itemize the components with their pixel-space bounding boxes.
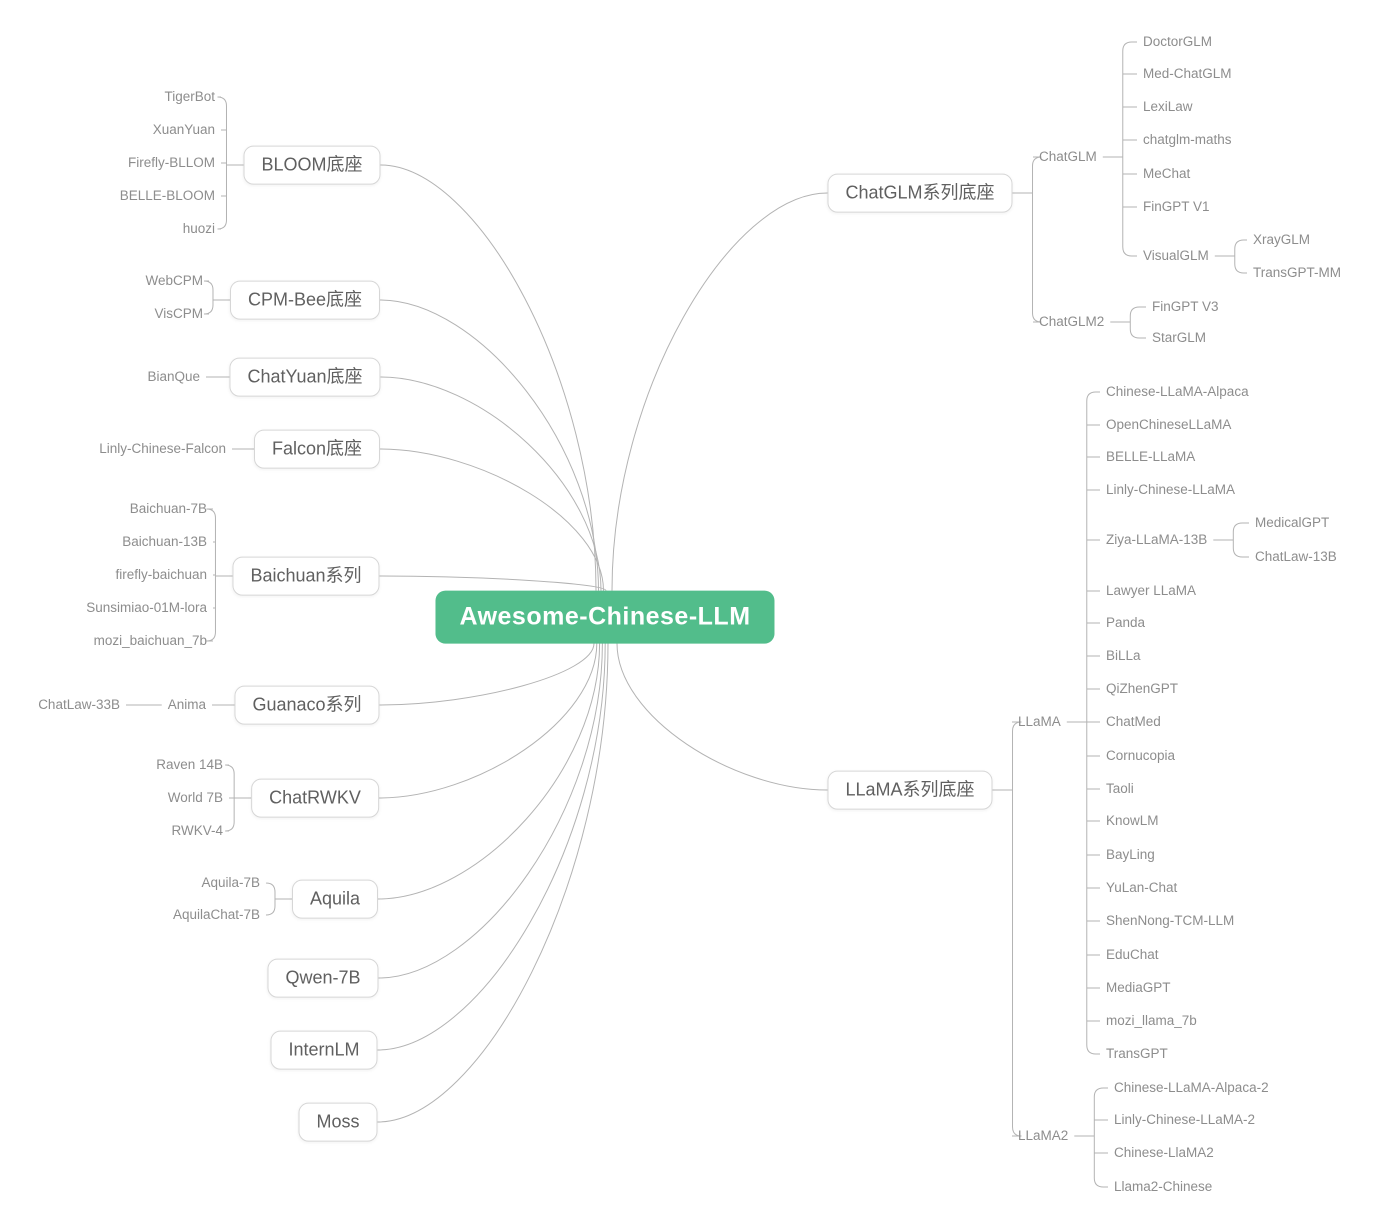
node-chatglm[interactable]: ChatGLM <box>1039 149 1097 165</box>
node-sunsimiao-01m-lora[interactable]: Sunsimiao-01M-lora <box>86 600 207 616</box>
node-mozi-baichuan-7b[interactable]: mozi_baichuan_7b <box>93 633 207 649</box>
node-xuanyuan[interactable]: XuanYuan <box>152 122 215 138</box>
node-chatmed[interactable]: ChatMed <box>1106 714 1161 730</box>
node-xrayglm[interactable]: XrayGLM <box>1253 232 1311 248</box>
node-chatglm-series-base[interactable]: ChatGLM系列底座 <box>827 173 1013 213</box>
node-fingpt-v3[interactable]: FinGPT V3 <box>1152 299 1219 315</box>
node-baichuan-7b[interactable]: Baichuan-7B <box>129 501 207 517</box>
node-chatglm2[interactable]: ChatGLM2 <box>1039 314 1105 330</box>
node-firefly-baichuan[interactable]: firefly-baichuan <box>115 567 207 583</box>
node-guanaco-series[interactable]: Guanaco系列 <box>234 685 380 725</box>
node-falcon-base[interactable]: Falcon底座 <box>253 429 381 469</box>
node-transgpt-mm[interactable]: TransGPT-MM <box>1253 265 1342 281</box>
node-belle-bloom[interactable]: BELLE-BLOOM <box>119 188 215 204</box>
node-chinese-llama-alpaca[interactable]: Chinese-LLaMA-Alpaca <box>1106 384 1249 400</box>
node-aquila[interactable]: Aquila <box>291 879 379 919</box>
node-shennong-tcm-llm[interactable]: ShenNong-TCM-LLM <box>1106 913 1235 929</box>
node-chatyuan-base[interactable]: ChatYuan底座 <box>229 357 381 397</box>
node-taoli[interactable]: Taoli <box>1106 781 1134 797</box>
node-visualglm[interactable]: VisualGLM <box>1143 248 1209 264</box>
node-aquila-7b[interactable]: Aquila-7B <box>201 875 260 891</box>
node-cornucopia[interactable]: Cornucopia <box>1106 748 1176 764</box>
node-baichuan-13b[interactable]: Baichuan-13B <box>122 534 207 550</box>
node-belle-llama[interactable]: BELLE-LLaMA <box>1106 449 1196 465</box>
node-doctorglm[interactable]: DoctorGLM <box>1143 34 1213 50</box>
root-node-awesome-chinese-llm[interactable]: Awesome-Chinese-LLM <box>435 590 775 644</box>
node-raven-14b[interactable]: Raven 14B <box>156 757 223 773</box>
node-med-chatglm[interactable]: Med-ChatGLM <box>1143 66 1232 82</box>
node-qwen-7b[interactable]: Qwen-7B <box>267 958 379 998</box>
node-billa[interactable]: BiLLa <box>1106 648 1141 664</box>
node-huozi[interactable]: huozi <box>182 221 215 237</box>
node-ziya-llama-13b[interactable]: Ziya-LLaMA-13B <box>1106 532 1208 548</box>
node-fingpt-v1[interactable]: FinGPT V1 <box>1143 199 1210 215</box>
node-lawyer-llama[interactable]: Lawyer LLaMA <box>1106 583 1197 599</box>
node-starglm[interactable]: StarGLM <box>1152 330 1207 346</box>
node-mechat[interactable]: MeChat <box>1143 166 1191 182</box>
node-medicalgpt[interactable]: MedicalGPT <box>1255 515 1330 531</box>
node-aquilachat-7b[interactable]: AquilaChat-7B <box>172 907 260 923</box>
node-cpm-bee-base[interactable]: CPM-Bee底座 <box>229 280 381 320</box>
node-transgpt[interactable]: TransGPT <box>1106 1046 1168 1062</box>
node-chatlaw-13b[interactable]: ChatLaw-13B <box>1255 549 1337 565</box>
node-mozi-llama-7b[interactable]: mozi_llama_7b <box>1106 1013 1197 1029</box>
node-chatlaw-33b[interactable]: ChatLaw-33B <box>38 697 120 713</box>
node-llama2[interactable]: LLaMA2 <box>1018 1128 1069 1144</box>
node-chatglm-maths[interactable]: chatglm-maths <box>1143 132 1232 148</box>
node-llama2-chinese[interactable]: Llama2-Chinese <box>1114 1179 1213 1195</box>
node-llama[interactable]: LLaMA <box>1018 714 1061 730</box>
node-internlm[interactable]: InternLM <box>270 1030 378 1070</box>
node-tigerbot[interactable]: TigerBot <box>164 89 215 105</box>
node-openchinesellama[interactable]: OpenChineseLLaMA <box>1106 417 1232 433</box>
node-mediagpt[interactable]: MediaGPT <box>1106 980 1171 996</box>
node-chinese-llama-alpaca-2[interactable]: Chinese-LLaMA-Alpaca-2 <box>1114 1080 1269 1096</box>
node-yulan-chat[interactable]: YuLan-Chat <box>1106 880 1178 896</box>
node-educhat[interactable]: EduChat <box>1106 947 1159 963</box>
node-viscpm[interactable]: VisCPM <box>154 306 203 322</box>
node-panda[interactable]: Panda <box>1106 615 1146 631</box>
node-baichuan-series[interactable]: Baichuan系列 <box>232 556 380 596</box>
node-firefly-bllom[interactable]: Firefly-BLLOM <box>127 155 215 171</box>
node-world-7b[interactable]: World 7B <box>167 790 223 806</box>
node-anima[interactable]: Anima <box>167 697 206 713</box>
node-bianque[interactable]: BianQue <box>147 369 200 385</box>
node-bayling[interactable]: BayLing <box>1106 847 1155 863</box>
node-linly-chinese-falcon[interactable]: Linly-Chinese-Falcon <box>99 441 226 457</box>
node-lexilaw[interactable]: LexiLaw <box>1143 99 1193 115</box>
node-qizhengpt[interactable]: QiZhenGPT <box>1106 681 1179 697</box>
node-moss[interactable]: Moss <box>298 1102 378 1142</box>
node-webcpm[interactable]: WebCPM <box>145 273 203 289</box>
node-knowlm[interactable]: KnowLM <box>1106 813 1159 829</box>
node-chatrwkv[interactable]: ChatRWKV <box>251 778 379 818</box>
node-chinese-llama2[interactable]: Chinese-LlaMA2 <box>1114 1145 1214 1161</box>
node-linly-chinese-llama-2[interactable]: Linly-Chinese-LLaMA-2 <box>1114 1112 1256 1128</box>
node-llama-series-base[interactable]: LLaMA系列底座 <box>827 770 993 810</box>
node-bloom-base[interactable]: BLOOM底座 <box>243 145 381 185</box>
node-rwkv-4[interactable]: RWKV-4 <box>171 823 223 839</box>
node-linly-chinese-llama[interactable]: Linly-Chinese-LLaMA <box>1106 482 1236 498</box>
